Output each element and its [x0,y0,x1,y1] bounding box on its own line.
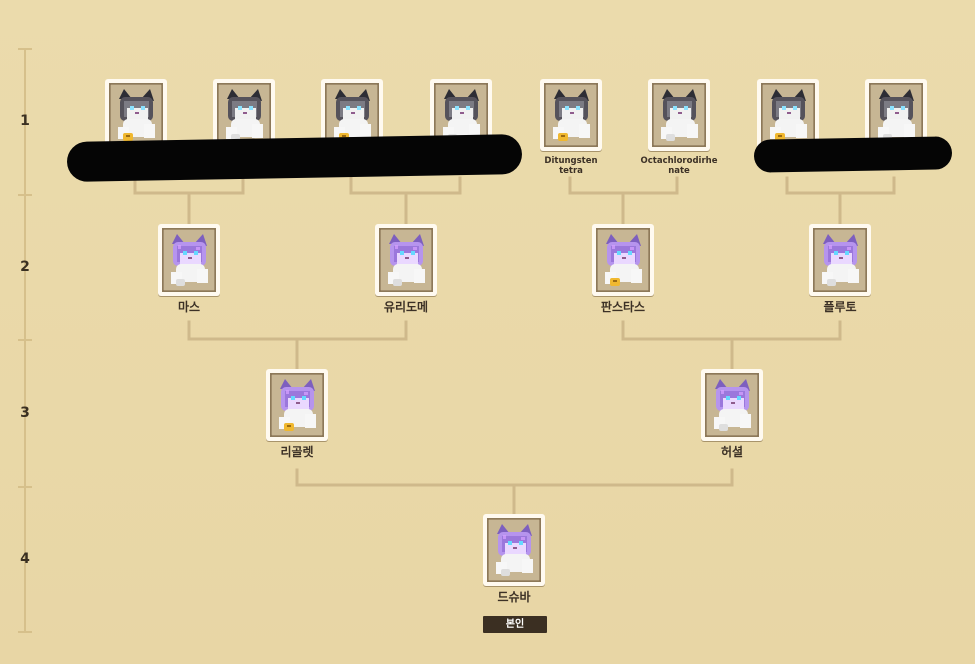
cat-card[interactable] [809,224,871,296]
cat-portrait-icon [217,83,271,147]
generation-label: 4 [20,551,30,567]
redaction-mark [753,136,953,173]
cat-portrait-icon [705,373,759,437]
ruler-tick [18,339,32,341]
cat-portrait-icon [544,83,598,147]
cat-name-label: 마스 [177,300,201,314]
cat-name-label: 허셜 [720,445,744,459]
cat-card[interactable] [540,79,602,151]
generation-label: 3 [20,405,30,421]
self-badge: 본인 [483,616,547,633]
cat-portrait-icon [813,228,867,292]
cat-card[interactable] [648,79,710,151]
cat-portrait-icon [109,83,163,147]
cat-name-label: 리골렛 [280,445,314,459]
cat-portrait-icon [162,228,216,292]
redaction-mark [66,134,523,182]
cat-portrait-icon [761,83,815,147]
cat-portrait-icon [270,373,324,437]
ruler-tick [18,631,32,633]
cat-portrait-icon [652,83,706,147]
generation-label: 1 [20,113,30,129]
generation-label: 2 [20,259,30,275]
cat-card[interactable] [483,514,545,586]
ruler-tick [18,486,32,488]
cat-portrait-icon [596,228,650,292]
cat-name-label: Ditungsten tetra [544,156,598,176]
cat-name-label: 플루토 [823,300,857,314]
cat-portrait-icon [379,228,433,292]
ruler-tick [18,194,32,196]
cat-card[interactable] [158,224,220,296]
cat-card[interactable] [266,369,328,441]
cat-card[interactable] [375,224,437,296]
ruler-tick [18,48,32,50]
cat-card[interactable] [592,224,654,296]
cat-portrait-icon [487,518,541,582]
cat-card[interactable] [701,369,763,441]
cat-name-label: 유리도메 [383,300,429,314]
cat-card[interactable] [105,79,167,151]
cat-name-label: 판스타스 [600,300,646,314]
cat-name-label: Octachlorodirhe nate [640,156,718,176]
cat-name-label: 드슈바 [497,590,531,604]
